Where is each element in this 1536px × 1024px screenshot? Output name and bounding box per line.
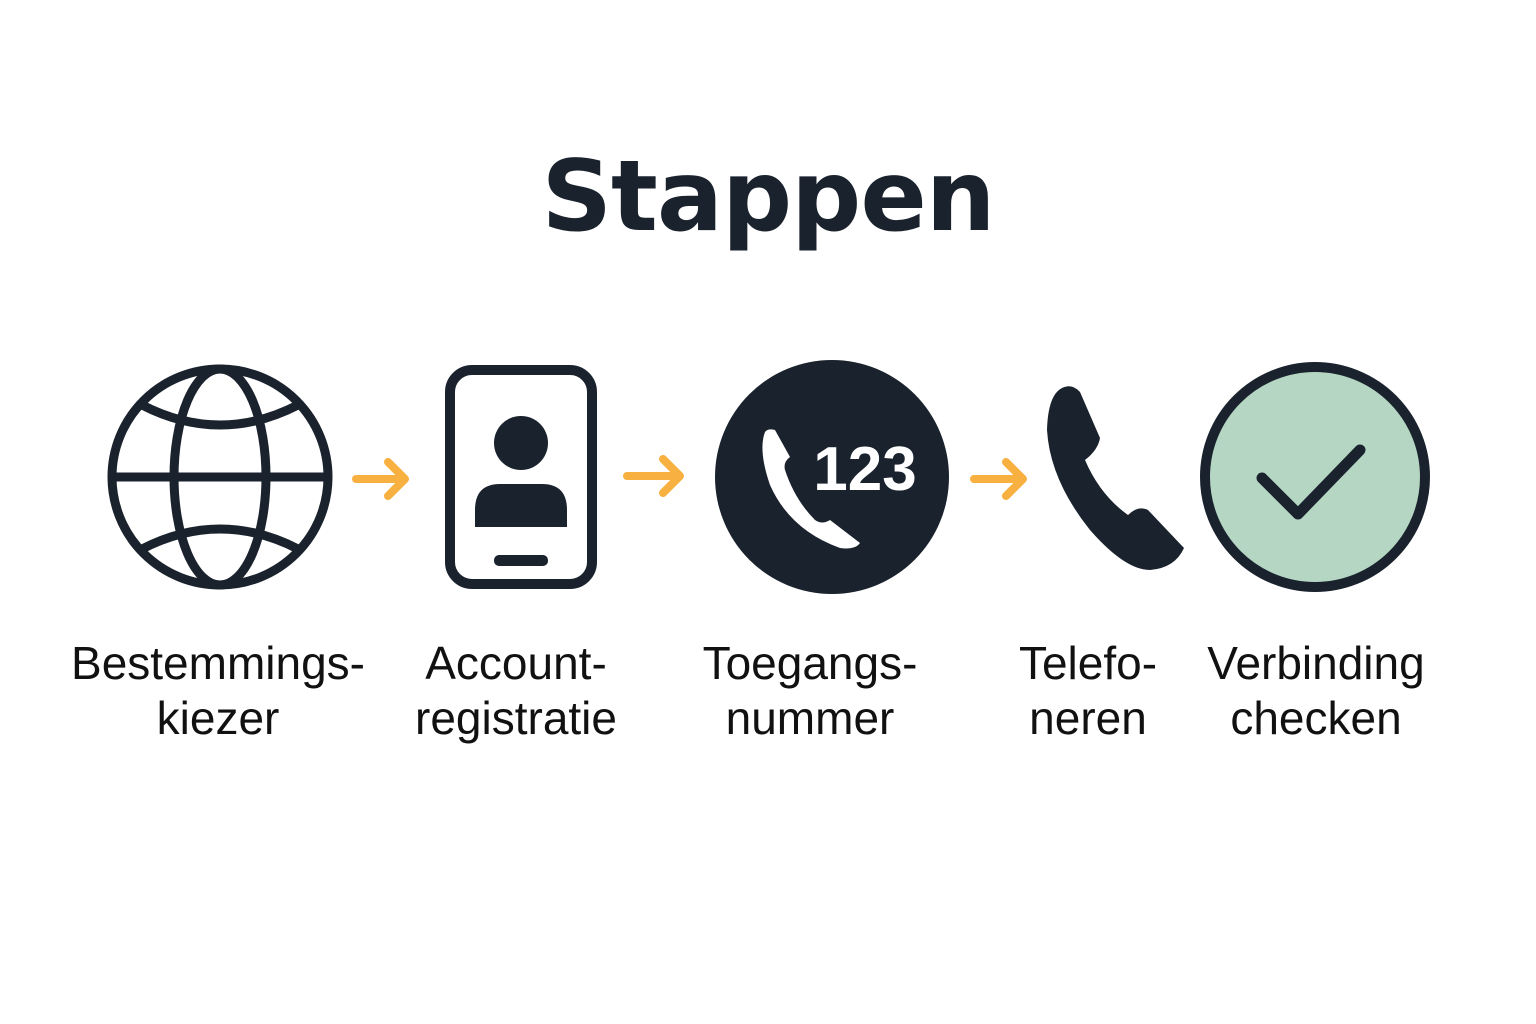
label-line: Bestemmings- [71,637,365,689]
phone-icon [1047,386,1184,570]
label-line: checken [1230,692,1402,744]
arrow-icon [623,455,684,497]
step-label-destination-picker: Bestemmings- kiezer [48,636,388,746]
access-number-badge: 123 [813,435,916,504]
globe-icon [107,364,333,590]
label-line: Toegangs- [702,637,918,689]
step-label-call: Telefo- neren [918,636,1258,746]
step-label-account-registration: Account- registratie [346,636,686,746]
label-line: Account- [425,637,607,689]
label-line: Telefo- [1018,637,1158,689]
label-line: neren [1029,692,1147,744]
account-card-icon [445,365,597,589]
label-line: Verbinding [1207,637,1425,689]
page-title: Stappen [541,140,995,254]
arrow-icon [970,458,1027,500]
label-line: registratie [415,692,617,744]
check-circle-icon [1200,362,1430,592]
phone-123-icon: 123 [715,360,949,594]
step-label-check-connection: Verbinding checken [1146,636,1486,746]
label-line: nummer [725,692,895,744]
arrow-icon [352,458,409,500]
label-line: kiezer [156,692,280,744]
step-label-access-number: Toegangs- nummer [640,636,980,746]
